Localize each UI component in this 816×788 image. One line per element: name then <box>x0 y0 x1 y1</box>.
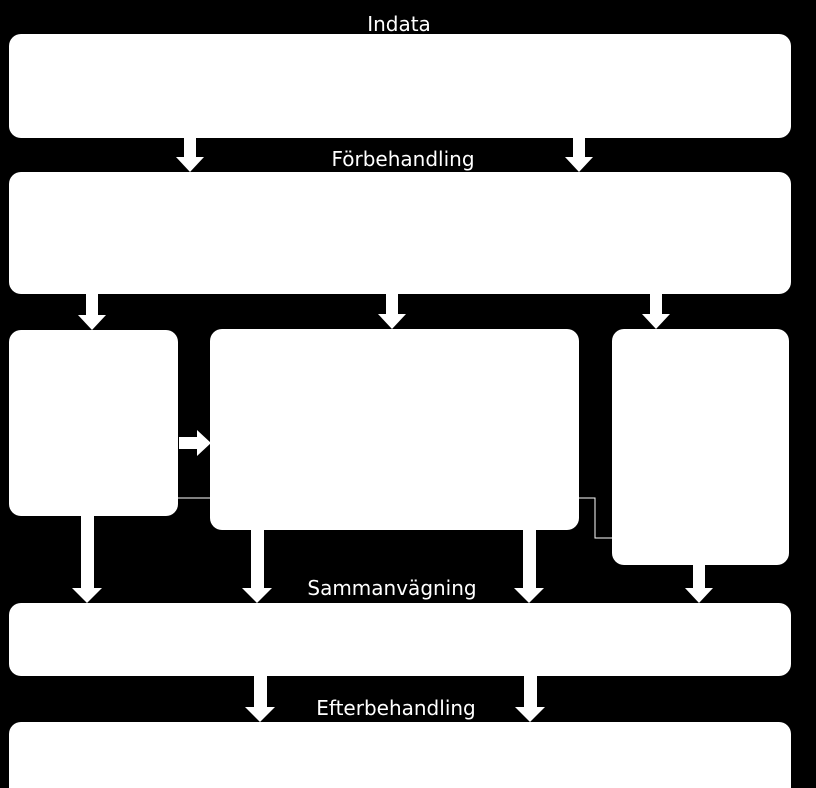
box-center-module <box>210 329 579 530</box>
arrow-down-icon <box>176 138 204 172</box>
box-sammanvagning <box>9 603 791 676</box>
arrow-down-icon <box>685 565 713 603</box>
box-indata <box>9 34 791 138</box>
arrow-down-icon <box>378 294 406 329</box>
connector-line <box>579 497 612 539</box>
box-right-module <box>612 329 789 565</box>
box-forbehandling <box>9 172 791 294</box>
arrow-down-icon <box>642 294 670 329</box>
arrow-down-icon <box>515 676 545 722</box>
arrow-down-icon <box>565 138 593 172</box>
label-indata: Indata <box>367 12 431 36</box>
arrow-down-icon <box>242 530 272 603</box>
arrow-down-icon <box>78 294 106 330</box>
arrow-right-icon <box>179 430 211 456</box>
label-sammanvagning: Sammanvägning <box>307 576 477 600</box>
label-forbehandling: Förbehandling <box>331 147 475 171</box>
arrow-down-icon <box>514 530 544 603</box>
arrow-down-icon <box>72 516 102 603</box>
arrow-down-icon <box>245 676 275 722</box>
box-left-module <box>9 330 178 516</box>
label-efterbehandling: Efterbehandling <box>316 696 476 720</box>
box-efterbehandling <box>9 722 791 788</box>
